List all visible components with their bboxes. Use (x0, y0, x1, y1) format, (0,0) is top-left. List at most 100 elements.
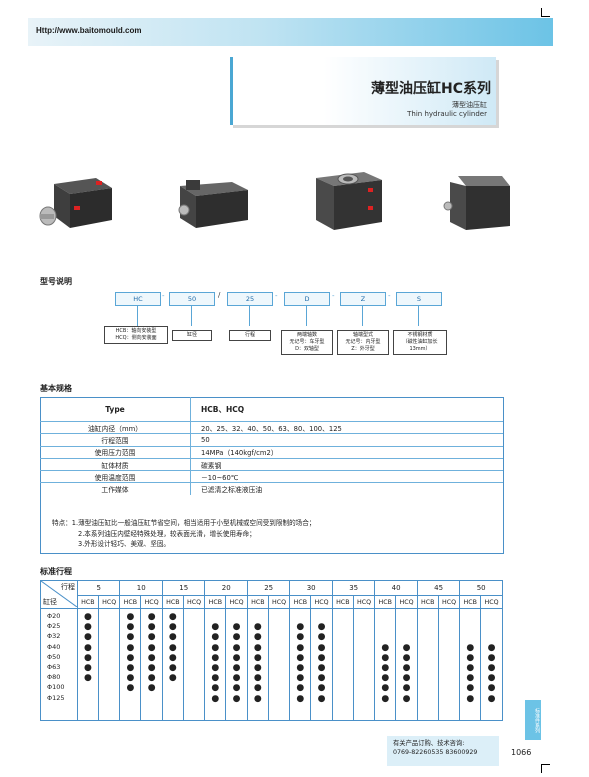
availability-dot: ● (381, 652, 390, 663)
availability-empty (481, 632, 502, 642)
availability-dot: ● (211, 652, 220, 663)
availability-column: ●●●●●● (374, 608, 397, 721)
availability-dot: ● (296, 693, 305, 704)
availability-empty (418, 622, 438, 632)
spec-label: 油缸内径（mm） (40, 420, 191, 434)
spec-row: 油缸内径（mm） 20、25、32、40、50、63、80、100、125 (40, 420, 503, 434)
stroke-header: 45 (416, 580, 461, 596)
availability-dot: ● (168, 663, 177, 674)
model-code-series: HC (115, 292, 161, 306)
availability-empty (184, 632, 205, 642)
availability-dot: ● (232, 683, 241, 694)
model-code-double-shaft: D (284, 292, 330, 306)
availability-empty (99, 663, 120, 673)
availability-empty (99, 622, 120, 632)
availability-empty (184, 663, 205, 673)
availability-dot: ● (317, 652, 326, 663)
availability-dot: ● (381, 642, 390, 653)
desc-stainless: 不锈钢材质 （磁性油缸加长 13mm） (393, 330, 447, 355)
availability-empty (354, 612, 375, 622)
availability-empty (78, 683, 98, 693)
spec-value: 14MPa（140kgf/cm2） (190, 445, 503, 459)
availability-empty (418, 643, 438, 653)
availability-empty (205, 612, 225, 622)
type-subheader: HCQ (310, 595, 333, 609)
availability-empty (269, 653, 290, 663)
spec-row: 缸体材质 碳素钢 (40, 457, 503, 471)
type-subheader: HCB (77, 595, 99, 609)
availability-empty (354, 643, 375, 653)
availability-empty (418, 632, 438, 642)
availability-dot: ● (126, 673, 135, 684)
availability-dot: ● (83, 612, 92, 622)
availability-empty (460, 612, 480, 622)
bore-label: Φ80 (47, 673, 61, 682)
type-subheader: HCB (204, 595, 227, 609)
availability-column: ●●●●●●●● (246, 608, 269, 721)
availability-empty (184, 694, 205, 704)
type-subheader: HCQ (267, 595, 291, 609)
availability-dot: ● (147, 683, 156, 694)
availability-empty (354, 663, 375, 673)
availability-empty (481, 622, 502, 632)
desc-shaft-end: 轴端型式 无记号：内牙型 Z：外牙型 (337, 330, 389, 355)
model-separator: - (388, 292, 391, 300)
availability-dot: ● (487, 642, 496, 653)
spec-value: －10~60℃ (190, 470, 503, 483)
availability-dot: ● (83, 632, 92, 643)
type-subheader: HCB (161, 595, 184, 609)
spec-row: Type HCB、HCQ (40, 397, 503, 422)
stroke-header: 15 (161, 580, 206, 596)
availability-dot: ● (466, 652, 475, 663)
contact-phone[interactable]: 0769-82260535 83600929 (393, 749, 478, 756)
availability-empty (418, 653, 438, 663)
availability-dot: ● (211, 642, 220, 653)
availability-dot: ● (126, 642, 135, 653)
availability-dot: ● (253, 652, 262, 663)
availability-empty (460, 632, 480, 642)
availability-dot: ● (487, 683, 496, 694)
availability-dot: ● (487, 652, 496, 663)
spec-value: 已滤清之标准液压油 (190, 482, 503, 495)
availability-column (416, 608, 439, 721)
availability-empty (354, 622, 375, 632)
availability-empty (269, 612, 290, 622)
title-box (230, 57, 496, 125)
availability-dot: ● (317, 632, 326, 643)
availability-dot: ● (381, 693, 390, 704)
availability-empty (439, 653, 460, 663)
type-subheader: HCB (331, 595, 354, 609)
availability-empty (418, 612, 438, 622)
corner-cell: 行程 缸径 (40, 580, 78, 609)
desc-bore: 缸径 (172, 330, 212, 341)
availability-column: ●●●●●● (395, 608, 418, 721)
availability-empty (354, 694, 375, 704)
availability-column: ●●●●●● (480, 608, 503, 721)
availability-column: ●●●●●●●● (310, 608, 333, 721)
title-accent-bar (230, 57, 233, 125)
note-line: 特点：1.薄型油压缸比一般油压缸节省空间，相当适用于小型机械或空间受到限制的场合… (52, 519, 316, 527)
connector-line (191, 306, 192, 326)
stroke-header: 40 (374, 580, 418, 596)
availability-empty (99, 694, 120, 704)
availability-dot: ● (466, 663, 475, 674)
availability-empty (396, 612, 417, 622)
bore-label: Φ40 (47, 642, 61, 651)
spec-value: 50 (190, 433, 503, 447)
type-subheader: HCB (119, 595, 142, 609)
availability-empty (481, 612, 502, 622)
availability-empty (269, 694, 290, 704)
type-subheader: HCB (374, 595, 397, 609)
stroke-header: 5 (76, 580, 121, 596)
type-subheader: HCQ (140, 595, 163, 609)
bore-list: Φ20 Φ25 Φ32 Φ40 Φ50 Φ63 Φ80 Φ100 Φ125 (40, 608, 78, 721)
availability-dot: ● (211, 693, 220, 704)
website-url[interactable]: Http://www.baitomould.com (36, 26, 142, 35)
model-separator: - (332, 292, 335, 300)
spec-label: 使用压力范围 (40, 445, 191, 459)
availability-dot: ● (466, 693, 475, 704)
availability-column: ●●●●●●●● (204, 608, 227, 721)
availability-empty (375, 622, 395, 632)
availability-empty (333, 673, 353, 683)
